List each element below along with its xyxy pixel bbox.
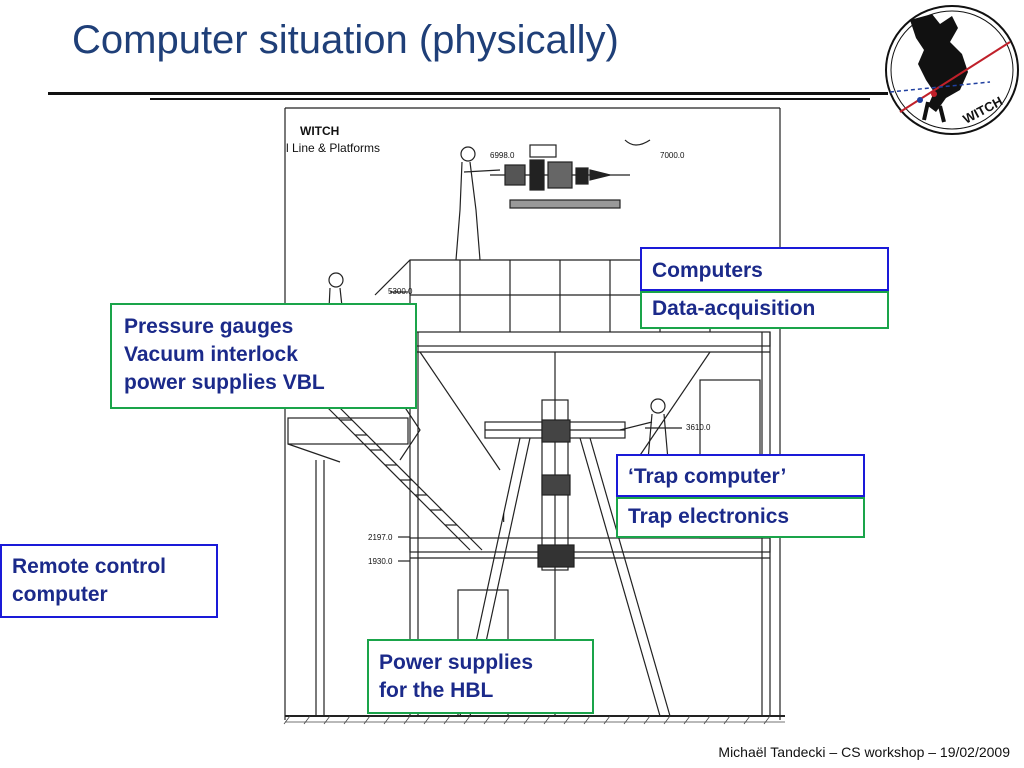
vacuum-interlock-label: Vacuum interlock [124, 343, 298, 366]
dimension-6998: 6998.0 [490, 151, 515, 160]
data-acquisition-label: Data-acquisition [652, 297, 816, 320]
pressure-gauges-box: Pressure gauges Vacuum interlock power s… [110, 303, 417, 409]
trap-electronics-box: Trap electronics [616, 497, 865, 538]
dimension-3610: 3610.0 [686, 423, 711, 432]
remote-computer-label: computer [12, 583, 108, 606]
trap-computer-label: ‘Trap computer’ [628, 465, 787, 488]
slide-footer: Michaël Tandecki – CS workshop – 19/02/2… [718, 744, 1010, 760]
drawing-subheading: l Line & Platforms [286, 141, 380, 155]
platform-drawing: WITCH l Line & Platforms 6998.0 7000.0 5… [283, 107, 785, 725]
for-the-hbl-label: for the HBL [379, 679, 494, 702]
pressure-gauges-label: Pressure gauges [124, 315, 294, 338]
power-supplies-vbl-label: power supplies VBL [124, 371, 325, 394]
drawing-marker: I [502, 511, 505, 525]
power-supplies-hbl-box: Power supplies for the HBL [367, 639, 594, 714]
drawing-heading: WITCH [300, 124, 339, 138]
computers-label: Computers [652, 259, 763, 282]
title-rule-secondary [150, 98, 870, 100]
dimension-7000: 7000.0 [660, 151, 685, 160]
dimension-1930: 1930.0 [368, 557, 393, 566]
power-supplies-label: Power supplies [379, 651, 534, 674]
witch-logo: WITCH [885, 5, 1019, 135]
remote-control-box: Remote control computer [0, 544, 218, 618]
data-acquisition-box: Data-acquisition [640, 291, 889, 329]
computers-box: Computers [640, 247, 889, 291]
remote-control-label: Remote control [12, 555, 167, 578]
trap-computer-box: ‘Trap computer’ [616, 454, 865, 497]
slide-title: Computer situation (physically) [72, 18, 619, 62]
dimension-2197: 2197.0 [368, 533, 393, 542]
trap-electronics-label: Trap electronics [628, 505, 790, 528]
title-rule [48, 92, 888, 95]
dimension-5300: 5300.0 [388, 287, 413, 296]
